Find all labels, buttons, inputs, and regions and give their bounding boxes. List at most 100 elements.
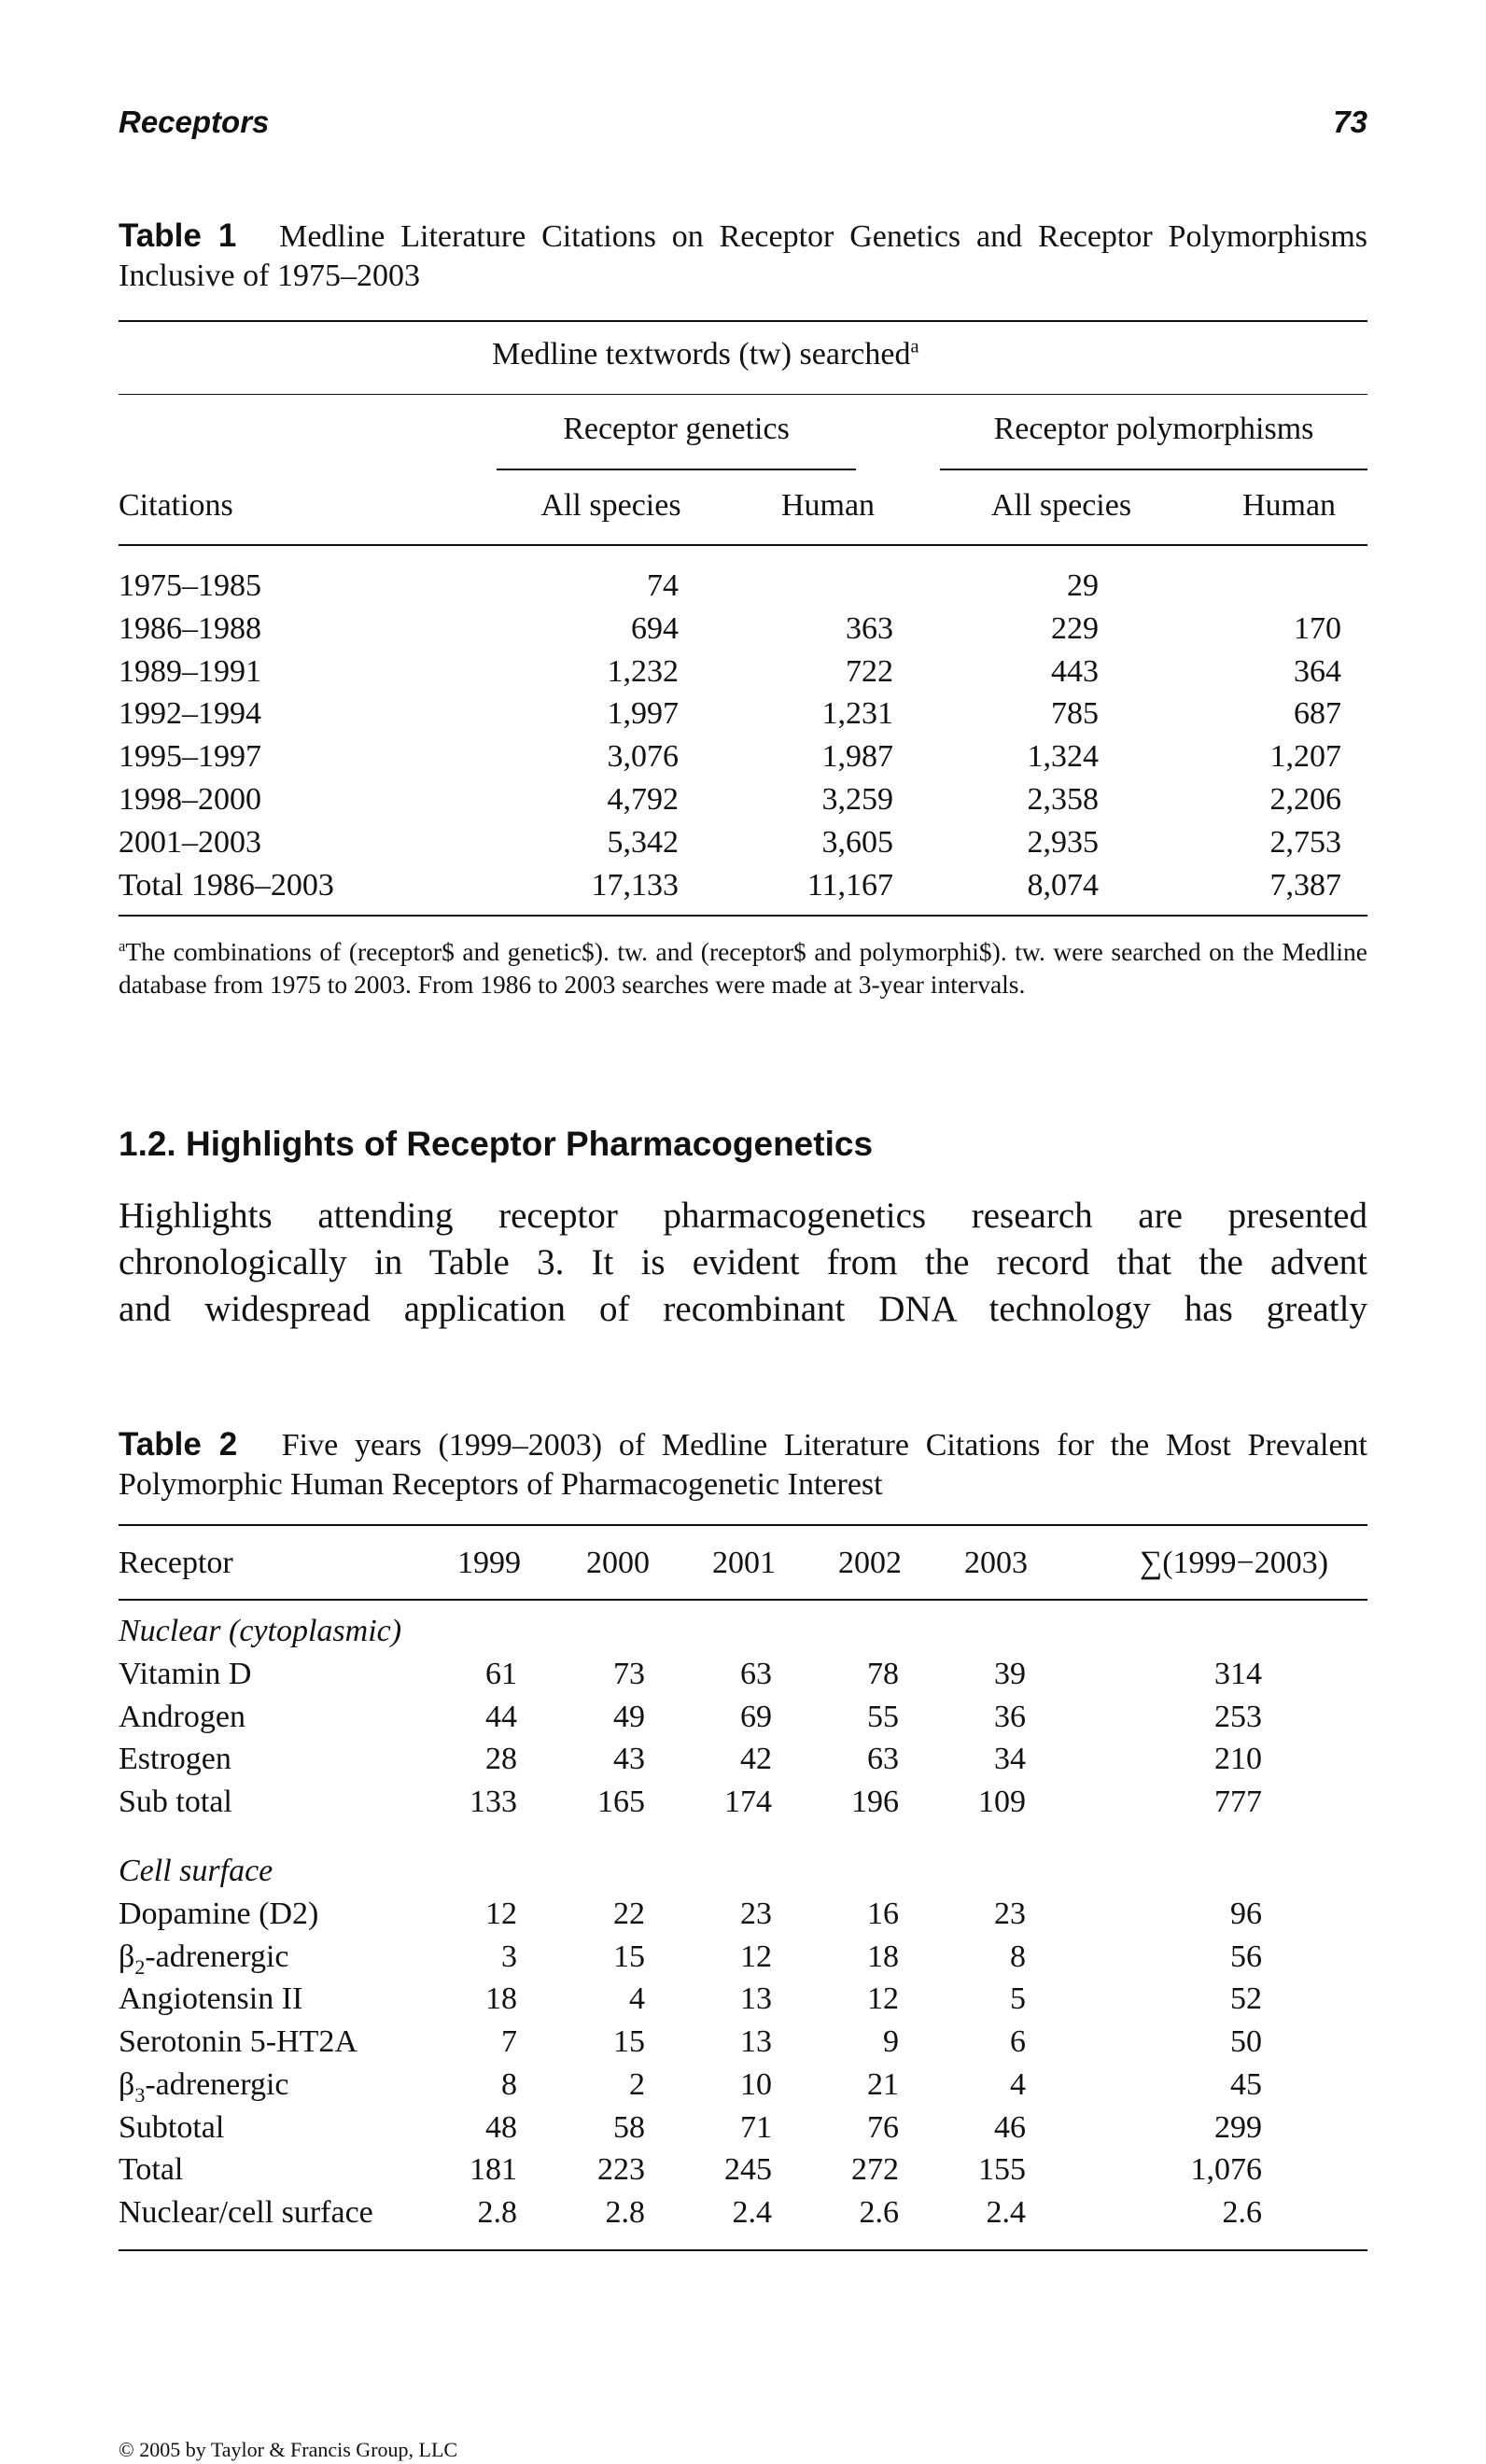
table2-cell: 223 (597, 2152, 645, 2187)
table1-col-citations: Citations (119, 488, 233, 523)
table1-footnote: aThe combinations of (receptor$ and gene… (119, 935, 1367, 1001)
table2-cell: 96 (1230, 1897, 1262, 1931)
table2-cell: 56 (1230, 1939, 1262, 1974)
table1-header-rule (119, 544, 1367, 546)
copyright-footer: © 2005 by Taylor & Francis Group, LLC (119, 2438, 458, 2461)
table2-cell: 50 (1230, 2024, 1262, 2059)
table2-top-rule (119, 1524, 1367, 1526)
table1-label: Table 1 (119, 217, 237, 254)
table2-row-label: Nuclear/cell surface (119, 2195, 373, 2230)
table2-cell: 15 (613, 1939, 645, 1974)
section-paragraph: Highlights attending receptor pharmacoge… (119, 1193, 1367, 1333)
table2-cell: 44 (485, 1700, 517, 1734)
table1-cell: 1,997 (607, 696, 680, 731)
table1-group-rule-polymorphisms (940, 469, 1367, 470)
table1-cell: 1,207 (1269, 739, 1342, 774)
table2-row-label: Androgen (119, 1700, 245, 1734)
table2-cell: 12 (485, 1897, 517, 1931)
table2-cell: 18 (485, 1981, 517, 2016)
table1-row-label: 1986–1988 (119, 611, 261, 646)
table2-row-label: Estrogen (119, 1742, 231, 1776)
table2-cell: 3 (501, 1939, 517, 1974)
table1-cell: 17,133 (591, 868, 680, 903)
table2-cell: 8 (501, 2067, 517, 2102)
table2-cell: 49 (613, 1700, 645, 1734)
table1-cell: 1,324 (1027, 739, 1100, 774)
table2-col-year: 1999 (457, 1546, 521, 1580)
table2-cell: 2.8 (605, 2195, 646, 2230)
table2-cell: 78 (867, 1657, 899, 1691)
table1-cell: 11,167 (806, 868, 893, 903)
table1-cell: 29 (1067, 568, 1099, 603)
table2-cell: 9 (883, 2024, 899, 2059)
table1-cell: 687 (1294, 696, 1341, 731)
table2-cell: 69 (740, 1700, 772, 1734)
table1-cell: 170 (1294, 611, 1341, 646)
table2-cell: 245 (724, 2152, 772, 2187)
table2-cell: 210 (1214, 1742, 1262, 1776)
table2-cell: 39 (994, 1657, 1026, 1691)
table1-top-rule (119, 320, 1367, 322)
table1-group-genetics: Receptor genetics (563, 412, 790, 446)
running-title: Receptors (119, 105, 270, 139)
table1-cell: 3,076 (607, 739, 680, 774)
table2-cell: 4 (1010, 2067, 1026, 2102)
table1-rule-2 (119, 394, 1367, 395)
table1-row-label: 1992–1994 (119, 696, 261, 731)
paragraph-line: Highlights attending receptor pharmacoge… (119, 1196, 1367, 1236)
table2-cell: 42 (740, 1742, 772, 1776)
table1-group-rule-genetics (497, 469, 856, 470)
table1-row-label: 1995–1997 (119, 739, 261, 774)
table2-cell: 2.4 (732, 2195, 773, 2230)
table2-row-label: Serotonin 5-HT2A (119, 2024, 357, 2059)
table2-cell: 58 (613, 2110, 645, 2145)
table1-row-label: Total 1986–2003 (119, 868, 334, 903)
table1-cell: 74 (647, 568, 679, 603)
table2-cell: 4 (629, 1981, 645, 2016)
table2-cell: 174 (724, 1785, 772, 1819)
table2-label: Table 2 (119, 1426, 238, 1463)
table1-cell: 363 (846, 611, 893, 646)
table1-group-polymorphisms: Receptor polymorphisms (993, 412, 1314, 446)
table1-cell: 2,206 (1269, 782, 1342, 817)
table2-cell: 63 (867, 1742, 899, 1776)
table2-col-sum: ∑(1999−2003) (1139, 1546, 1329, 1580)
table2-cell: 109 (978, 1785, 1026, 1819)
table2-cell: 13 (740, 2024, 772, 2059)
table1-super-header: Medline textwords (tw) searcheda (492, 336, 919, 373)
table2-cell: 299 (1214, 2110, 1262, 2145)
table2-col-year: 2000 (586, 1546, 650, 1580)
table2-group-cell-surface: Cell surface (119, 1854, 273, 1888)
table2-caption: Table 2 Five years (1999–2003) of Medlin… (119, 1425, 1367, 1505)
table1-cell: 694 (631, 611, 679, 646)
table1-cell: 4,792 (607, 782, 680, 817)
table2-cell: 36 (994, 1700, 1026, 1734)
table1-cell: 229 (1051, 611, 1099, 646)
table2-cell: 2.6 (1222, 2195, 1263, 2230)
table2-cell: 61 (485, 1657, 517, 1691)
table1-cell: 722 (846, 654, 893, 689)
table2-cell: 15 (613, 2024, 645, 2059)
table2-cell: 7 (501, 2024, 517, 2059)
table1-cell: 2,753 (1269, 825, 1342, 860)
table1-col-all-species-polymorphisms: All species (990, 488, 1132, 523)
table2-cell: 73 (613, 1657, 645, 1691)
table2-col-year: 2003 (964, 1546, 1028, 1580)
table2-row-label: Sub total (119, 1785, 232, 1819)
table1-row-label: 2001–2003 (119, 825, 261, 860)
table2-cell: 34 (994, 1742, 1026, 1776)
table1-cell: 1,231 (821, 696, 894, 731)
table2-row-label: β2-adrenergic (119, 1939, 289, 1979)
table2-cell: 2.6 (859, 2195, 900, 2230)
table1-col-human-polymorphisms: Human (1241, 488, 1337, 523)
table2-cell: 23 (740, 1897, 772, 1931)
table2-cell: 196 (851, 1785, 899, 1819)
table2-cell: 12 (740, 1939, 772, 1974)
table2-cell: 5 (1010, 1981, 1026, 2016)
table1-cell: 2,358 (1027, 782, 1100, 817)
table1-cell: 3,259 (821, 782, 894, 817)
table1-super-header-text: Medline textwords (tw) searched (492, 337, 911, 371)
table1-col-all-species-genetics: All species (540, 488, 681, 523)
table1-cell: 7,387 (1269, 868, 1342, 903)
table2-cell: 48 (485, 2110, 517, 2145)
